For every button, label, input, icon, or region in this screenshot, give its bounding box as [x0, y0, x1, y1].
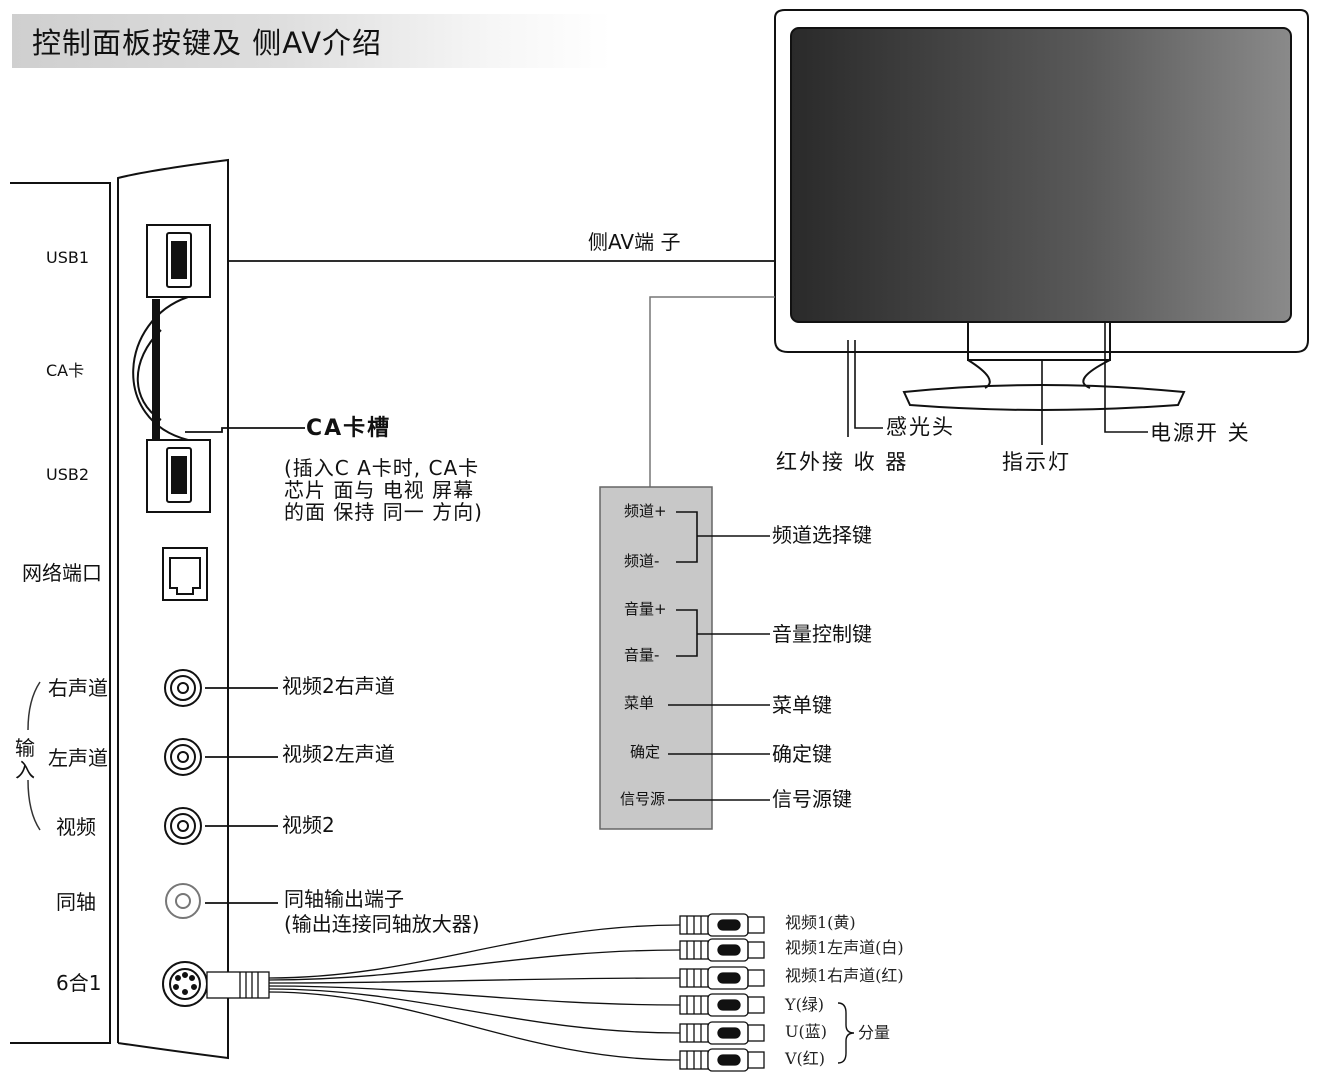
usb1-port-icon	[146, 224, 211, 298]
usb2-port-icon	[146, 439, 211, 513]
callout-confirm-key: 确定键	[772, 742, 832, 766]
callout-video2: 视频2	[282, 813, 335, 837]
rca-plug-red-icon	[679, 966, 765, 990]
label-video: 视频	[56, 815, 96, 839]
label-v-red: V(红)	[785, 1049, 826, 1068]
tv-monitor	[774, 9, 1309, 411]
tv-callout-lines	[847, 322, 1148, 445]
callout-side-av-terminal: 侧AV端 子	[588, 230, 681, 254]
rca-plug-u-icon	[679, 1021, 765, 1045]
key-volume-up: 音量+	[624, 600, 667, 618]
label-indicator: 指示灯	[1002, 450, 1071, 474]
label-ca-card: CA卡	[46, 361, 85, 380]
rca-plug-y-icon	[679, 993, 765, 1017]
rca-plug-white-icon	[679, 938, 765, 962]
callout-source-key: 信号源键	[772, 787, 852, 811]
title-banner	[12, 14, 612, 68]
ca-card-slot-icon	[132, 296, 189, 441]
rca-plug-v-icon	[679, 1048, 765, 1072]
label-network-port: 网络端口	[22, 561, 102, 585]
callout-ca-slot-note: (插入C A卡时, CA卡 芯片 面与 电视 屏幕 的面 保持 同一 方向)	[284, 456, 483, 524]
label-video1-yellow: 视频1(黄)	[785, 913, 856, 932]
key-confirm: 确定	[630, 743, 661, 761]
side-panel	[10, 158, 229, 1060]
callout-volume-control: 音量控制键	[772, 622, 872, 646]
callout-video2-right: 视频2右声道	[282, 674, 395, 698]
label-left-channel: 左声道	[48, 746, 108, 770]
label-video1-left-white: 视频1左声道(白)	[785, 938, 904, 957]
label-ir-receiver: 红外接 收 器	[776, 450, 909, 474]
label-right-channel: 右声道	[48, 676, 108, 700]
label-usb2: USB2	[46, 465, 90, 484]
label-usb1: USB1	[46, 248, 90, 267]
page-title: 控制面板按键及 侧AV介绍	[32, 26, 383, 60]
key-channel-down: 频道-	[624, 552, 660, 570]
label-coaxial: 同轴	[56, 890, 96, 914]
callout-lines	[185, 260, 775, 904]
callout-coax-out: 同轴输出端子	[284, 887, 404, 911]
key-volume-down: 音量-	[624, 646, 660, 664]
cable-harness	[206, 924, 681, 1061]
input-bracket	[27, 681, 41, 831]
component-brace	[837, 1002, 855, 1064]
label-component: 分量	[858, 1023, 891, 1042]
callout-menu-key: 菜单键	[772, 693, 832, 717]
label-six-in-one: 6合1	[56, 971, 102, 995]
label-y-green: Y(绿)	[785, 995, 825, 1014]
callout-channel-select: 频道选择键	[772, 523, 872, 547]
key-source: 信号源	[620, 790, 666, 808]
callout-ca-slot: CA卡槽	[306, 416, 392, 441]
callout-video2-left: 视频2左声道	[282, 742, 395, 766]
control-panel-callouts	[668, 511, 770, 801]
callout-coax-out-note: (输出连接同轴放大器)	[284, 912, 480, 936]
rca-plug-yellow-icon	[679, 913, 765, 937]
network-port-icon	[162, 547, 208, 601]
label-video1-right-red: 视频1右声道(红)	[785, 966, 904, 985]
label-u-blue: U(蓝)	[785, 1022, 827, 1041]
key-menu: 菜单	[624, 694, 655, 712]
key-channel-up: 频道+	[624, 502, 667, 520]
rca-jack-video-icon	[164, 807, 202, 845]
coax-jack-icon	[165, 883, 201, 919]
control-panel-body	[599, 486, 713, 830]
rca-jack-left-icon	[164, 738, 202, 776]
label-input: 输入	[15, 736, 35, 782]
label-light-sensor: 感光头	[886, 415, 955, 439]
rca-jack-right-icon	[164, 669, 202, 707]
label-power-switch: 电源开 关	[1150, 421, 1251, 445]
six-in-one-port-icon	[162, 961, 208, 1007]
